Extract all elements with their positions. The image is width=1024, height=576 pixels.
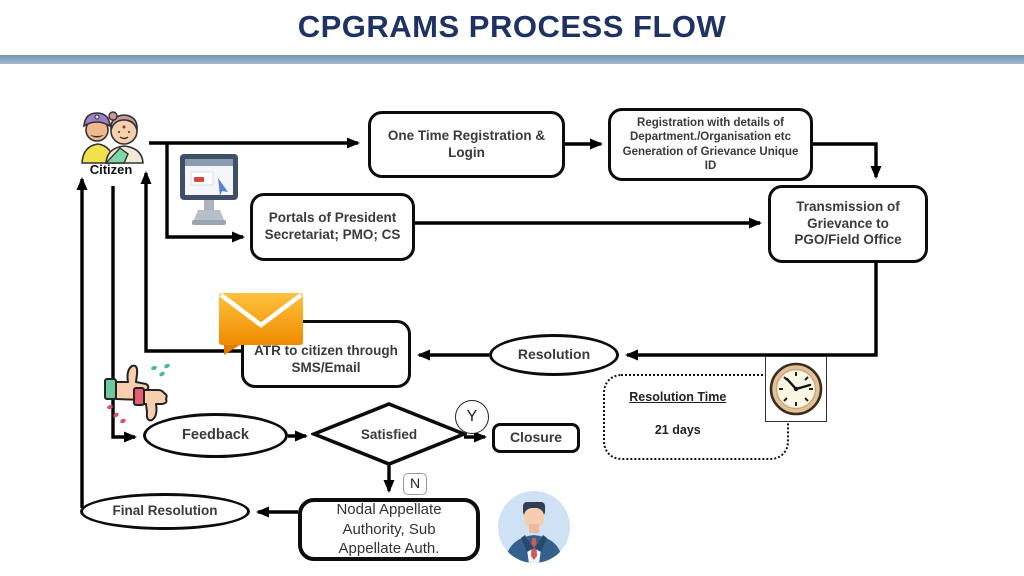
node-registration-details: Registration with details of Department.… — [608, 108, 813, 181]
resolution-time-title: Resolution Time — [629, 390, 727, 404]
wall-clock-icon — [765, 356, 827, 422]
resolution-time-callout: Resolution Time 21 days — [603, 374, 789, 460]
decision-no-label: N — [403, 473, 427, 495]
connector-citizen-to-feedback — [111, 186, 137, 443]
node-portals: Portals of President Secretariat; PMO; C… — [250, 193, 415, 261]
node-feedback: Feedback — [143, 413, 288, 458]
connector-citizen-to-portals — [165, 143, 245, 243]
officer-avatar-icon — [497, 490, 571, 569]
node-one-time-registration: One Time Registration & Login — [368, 111, 565, 178]
connector-details-to-transmission — [813, 142, 882, 179]
resolution-time-value: 21 days — [654, 423, 701, 437]
node-transmission: Transmission of Grievance to PGO/Field O… — [768, 185, 928, 263]
node-satisfied-decision: Satisfied — [309, 402, 469, 466]
thumbs-up-down-icon — [104, 362, 178, 431]
connector-atr-to-citizen — [140, 171, 241, 353]
email-envelope-icon — [218, 291, 304, 362]
node-closure: Closure — [492, 423, 580, 453]
citizen-label: Citizen — [89, 162, 133, 177]
citizen-couple-icon — [76, 106, 146, 169]
node-resolution: Resolution — [489, 334, 619, 376]
node-final-resolution: Final Resolution — [80, 493, 250, 530]
page-title: CPGRAMS PROCESS FLOW — [297, 9, 727, 44]
diamond-shape — [309, 402, 469, 466]
satisfied-label: Satisfied — [360, 426, 418, 442]
node-nodal-appellate: Nodal Appellate Authority, Sub Appellate… — [298, 498, 480, 561]
connector-transmission-to-resolution — [625, 263, 878, 361]
title-divider — [0, 55, 1024, 64]
decision-yes-label: Y — [455, 400, 489, 434]
computer-monitor-icon — [180, 152, 238, 237]
